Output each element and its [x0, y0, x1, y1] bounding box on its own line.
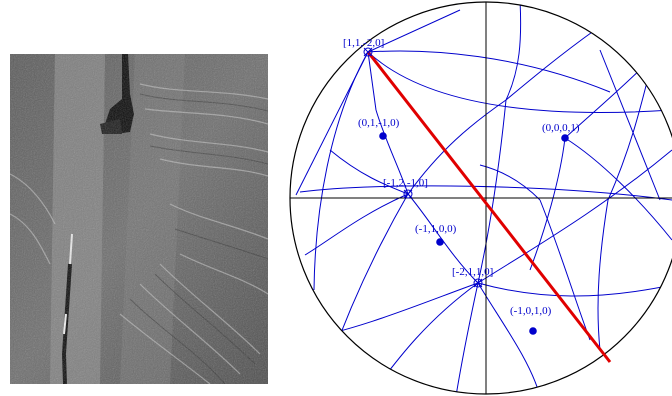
pole-1210: [-1,2,-1,0] — [383, 177, 428, 199]
pole-label: [-2,1,1,0] — [452, 266, 493, 278]
pole-label: (0,0,0,1) — [542, 122, 580, 134]
pole-2110: [-2,1,1,0] — [452, 266, 493, 288]
pole-1120: [1,1,-2,0] — [343, 37, 384, 57]
pole-0001: (0,0,0,1) — [542, 122, 580, 142]
pole-1100: (-1,1,0,0) — [415, 223, 457, 246]
micrograph-image — [10, 54, 268, 384]
trace-line — [366, 51, 612, 363]
pole-01-10: (0,1,-1,0) — [358, 117, 400, 140]
pole-1010: (-1,0,1,0) — [510, 305, 552, 335]
pole-label: (-1,0,1,0) — [510, 305, 552, 317]
pole-label: [-1,2,-1,0] — [383, 177, 428, 189]
pole-label: (-1,1,0,0) — [415, 223, 457, 235]
pole-label: (0,1,-1,0) — [358, 117, 400, 129]
pole-label: [1,1,-2,0] — [343, 37, 384, 49]
